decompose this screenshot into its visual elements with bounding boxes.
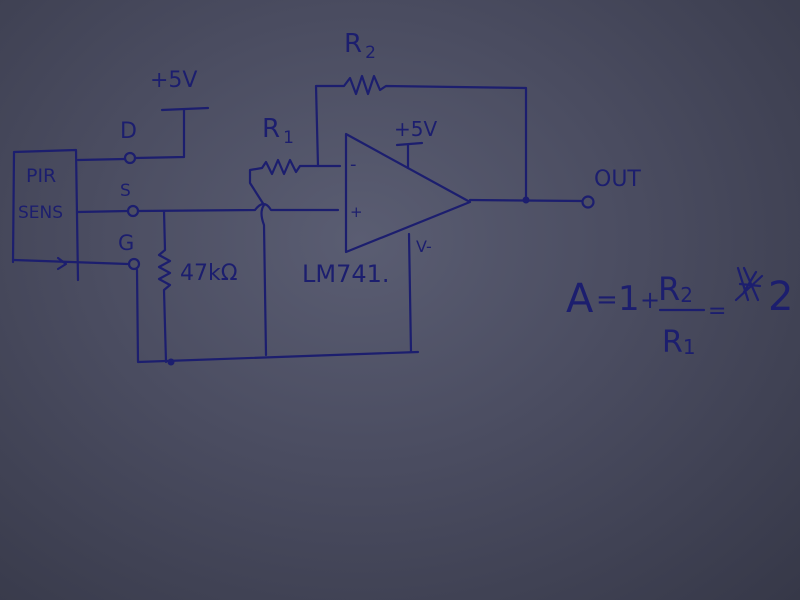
pin-g-label: G — [118, 231, 134, 255]
sensor-name-line1: PIR — [26, 165, 56, 187]
g-ground-wire — [12, 256, 420, 364]
pin-d-label: D — [120, 119, 137, 144]
scribble-mark — [734, 266, 764, 302]
output-wire — [468, 195, 595, 209]
load-resistor-label: 47kΩ — [180, 261, 238, 286]
opamp-minus-sign: - — [350, 154, 357, 175]
output-label: OUT — [594, 167, 641, 192]
load-resistor-47k — [157, 209, 175, 366]
opamp-vcc-label: +5V — [394, 117, 437, 141]
sensor-name-line2: SENS — [18, 203, 63, 223]
pin-s-terminal — [126, 204, 140, 218]
formula-denominator: R1 — [662, 325, 696, 360]
pin-d-terminal — [123, 151, 137, 165]
formula-plus: + — [640, 286, 660, 314]
pin-g-terminal — [127, 257, 141, 271]
s-signal-wire — [76, 202, 340, 214]
output-terminal — [581, 195, 595, 209]
formula-result: 2 — [768, 274, 793, 320]
formula-lhs: A — [566, 276, 594, 322]
formula-eq2: = — [708, 299, 726, 324]
formula-eq1: = — [596, 285, 618, 315]
d-supply-wire — [76, 106, 210, 162]
opamp-vee-label: V- — [416, 237, 432, 256]
sensor-supply-label: +5V — [150, 68, 197, 93]
opamp-plus-sign: + — [350, 203, 363, 221]
pir-sensor-box: PIR SENS — [11, 148, 80, 282]
opamp-vcc-wire — [395, 141, 424, 170]
r1-resistor — [248, 158, 342, 357]
gain-formula: A = 1 + R2 R1 = 2 — [566, 266, 793, 360]
opamp-vee-wire — [407, 232, 413, 354]
pin-s-label: S — [120, 181, 131, 201]
r2-resistor — [314, 74, 528, 202]
formula-numerator: R2 — [658, 270, 693, 308]
formula-one: 1 — [618, 279, 640, 319]
opamp-part-label: LM741. — [302, 260, 390, 288]
